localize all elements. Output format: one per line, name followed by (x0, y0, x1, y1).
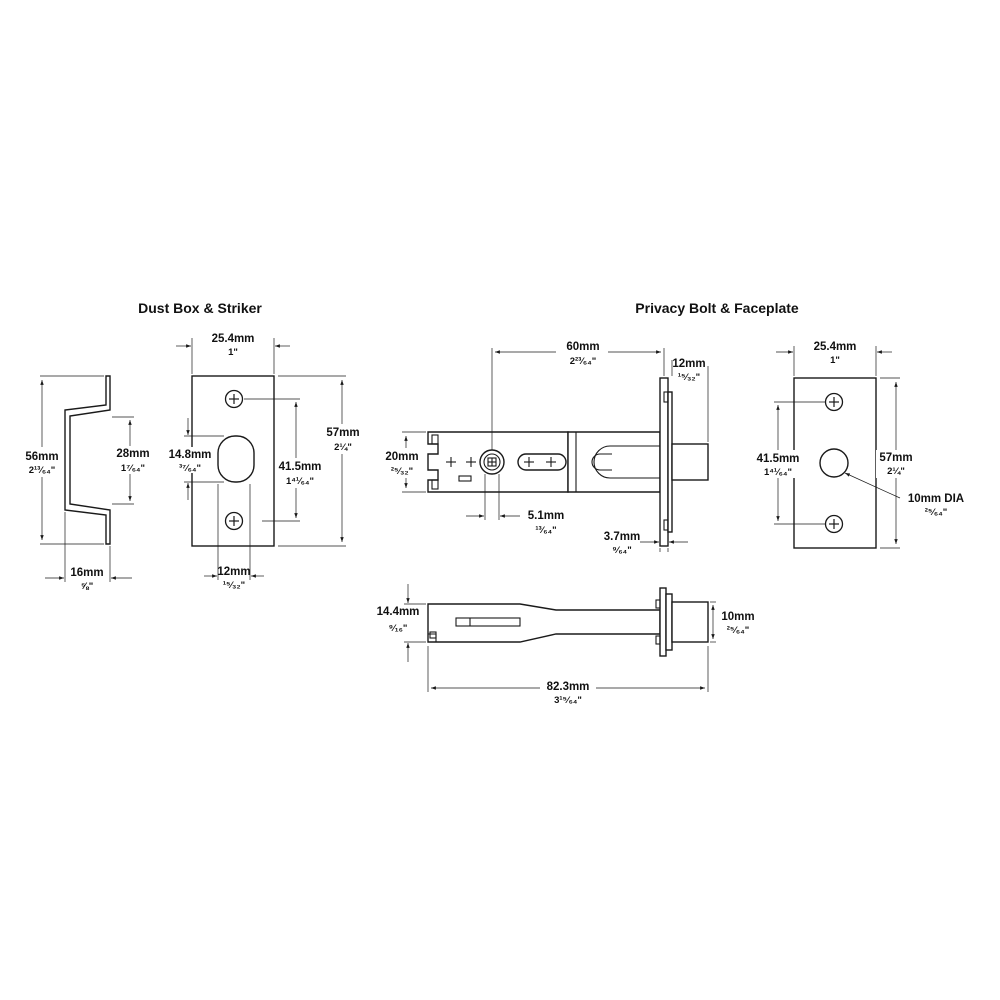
striker-screw-top (224, 389, 244, 409)
bolt-overall-length-dim: 82.3mm 3¹⁵⁄₆₄" (427, 646, 709, 706)
dust-box-flange-in: ⅝" (81, 581, 93, 592)
bolt-overall-length-mm: 82.3mm (547, 681, 590, 693)
striker-width-mm: 25.4mm (212, 333, 255, 345)
bolt-hole (819, 448, 849, 478)
bolt-case-height-mm: 20mm (385, 451, 418, 463)
striker-height-mm: 57mm (326, 427, 359, 439)
faceplate-width-mm: 25.4mm (814, 341, 857, 353)
striker-opening-w-in: ¹⁵⁄₃₂" (223, 580, 245, 591)
faceplate-height-dim: 57mm 2¼" (876, 377, 916, 549)
striker-hole-spacing-mm: 41.5mm (279, 461, 322, 473)
faceplate-screw-top (824, 392, 844, 412)
faceplate-front (793, 377, 877, 549)
faceplate-screw-bottom (824, 514, 844, 534)
striker-hole-spacing-dim: 41.5mm 1⁴¹⁄₆₄" (244, 398, 324, 522)
bolt-hole-dia-label: 10mm DIA (908, 493, 964, 505)
bolt-plate-thickness-mm: 3.7mm (604, 531, 640, 543)
dust-box-depth-dim: 28mm 1⁷⁄₆₄" (112, 416, 152, 505)
striker-opening-width-dim: 12mm ¹⁵⁄₃₂" (204, 484, 264, 591)
faceplate-hole-spacing-mm: 41.5mm (757, 453, 800, 465)
striker-width-dim: 25.4mm 1" (176, 333, 290, 374)
faceplate-height-in: 2¼" (887, 466, 905, 477)
bolt-side-height-in: ⁹⁄₁₆" (389, 623, 408, 634)
bolt-projection-dim: 12mm ¹⁵⁄₃₂" (671, 358, 709, 442)
bolt-projection-mm: 12mm (672, 358, 705, 370)
bolt-case-height-dim: 20mm ²⁵⁄₃₂" (382, 431, 426, 493)
dust-box-profile (64, 375, 111, 545)
striker-opening-height-dim: 14.8mm ³⁷⁄₆₄" (164, 418, 224, 500)
striker-opening-h-mm: 14.8mm (169, 449, 212, 461)
bolt-diameter-in: ²⁵⁄₆₄" (727, 625, 750, 636)
faceplate-hole-spacing-dim: 41.5mm 1⁴¹⁄₆₄" (752, 401, 826, 525)
bolt-plate-thickness-dim: 3.7mm ⁹⁄₆₄" (604, 531, 688, 556)
bolt-hole-dia-callout: 10mm DIA ²⁵⁄₆₄" (844, 472, 964, 518)
striker-height-in: 2¼" (334, 442, 352, 453)
dust-box-flange-mm: 16mm (70, 567, 103, 579)
bolt-side-height-mm: 14.4mm (377, 606, 420, 618)
bolt-spindle-in: ¹³⁄₆₄" (535, 525, 556, 536)
bolt-diameter-mm: 10mm (721, 611, 754, 623)
bolt-top-view (427, 377, 709, 547)
bolt-backset-mm: 60mm (566, 341, 599, 353)
striker-hole-spacing-in: 1⁴¹⁄₆₄" (286, 476, 314, 487)
dust-box-height-mm: 56mm (25, 451, 58, 463)
striker-opening-w-mm: 12mm (217, 566, 250, 578)
bolt-diameter-dim: 10mm ²⁵⁄₆₄" (710, 601, 755, 643)
bolt-hole-dia-in: ²⁵⁄₆₄" (925, 507, 948, 518)
dust-box-depth-mm: 28mm (116, 448, 149, 460)
bolt-backset-dim: 60mm 2²³⁄₆₄" (491, 340, 665, 450)
bolt-plate-thickness-in: ⁹⁄₆₄" (612, 545, 631, 556)
striker-width-in: 1" (228, 347, 238, 358)
striker-opening-h-in: ³⁷⁄₆₄" (179, 463, 201, 474)
bolt-overall-length-in: 3¹⁵⁄₆₄" (554, 695, 582, 706)
bolt-side-height-dim: 14.4mm ⁹⁄₁₆" (370, 584, 426, 662)
faceplate-width-dim: 25.4mm 1" (776, 341, 892, 376)
privacy-bolt-title: Privacy Bolt & Faceplate (635, 300, 799, 316)
bolt-spindle-dim: 5.1mm ¹³⁄₆₄" (466, 474, 564, 536)
faceplate-height-mm: 57mm (879, 452, 912, 464)
dust-box-depth-in: 1⁷⁄₆₄" (121, 463, 145, 474)
bolt-spindle-mm: 5.1mm (528, 510, 564, 522)
dust-box-height-dim: 56mm 2¹³⁄₆₄" (20, 375, 104, 545)
bolt-side-view (427, 587, 709, 657)
striker-screw-bottom (224, 511, 244, 531)
dust-box-title: Dust Box & Striker (138, 300, 262, 316)
dust-box-flange-dim: 16mm ⅝" (45, 512, 132, 592)
bolt-projection-in: ¹⁵⁄₃₂" (678, 372, 700, 383)
dust-box-height-in: 2¹³⁄₆₄" (29, 465, 56, 476)
faceplate-hole-spacing-in: 1⁴¹⁄₆₄" (764, 467, 792, 478)
striker-height-dim: 57mm 2¼" (278, 375, 366, 547)
bolt-case-height-in: ²⁵⁄₃₂" (391, 466, 413, 477)
faceplate-width-in: 1" (830, 355, 840, 366)
bolt-backset-in: 2²³⁄₆₄" (570, 356, 597, 367)
